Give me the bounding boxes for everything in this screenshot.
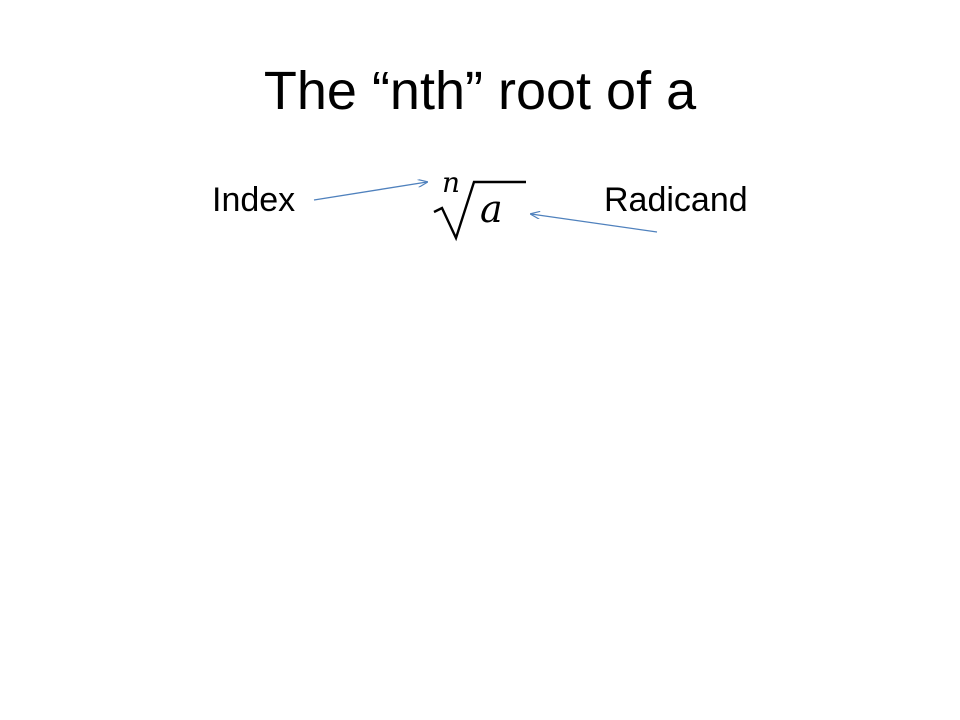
slide-title: The “nth” root of a — [263, 61, 697, 121]
nth-root-graphic: n a — [433, 166, 526, 242]
radicand-symbol: a — [480, 187, 503, 231]
index-arrow-icon — [313, 182, 427, 201]
index-symbol: n — [442, 166, 460, 199]
nth-root-expression: n a — [430, 166, 540, 248]
radical-sign-icon — [433, 180, 526, 242]
radicand-label: Radicand — [604, 181, 748, 219]
index-label: Index — [212, 181, 296, 219]
